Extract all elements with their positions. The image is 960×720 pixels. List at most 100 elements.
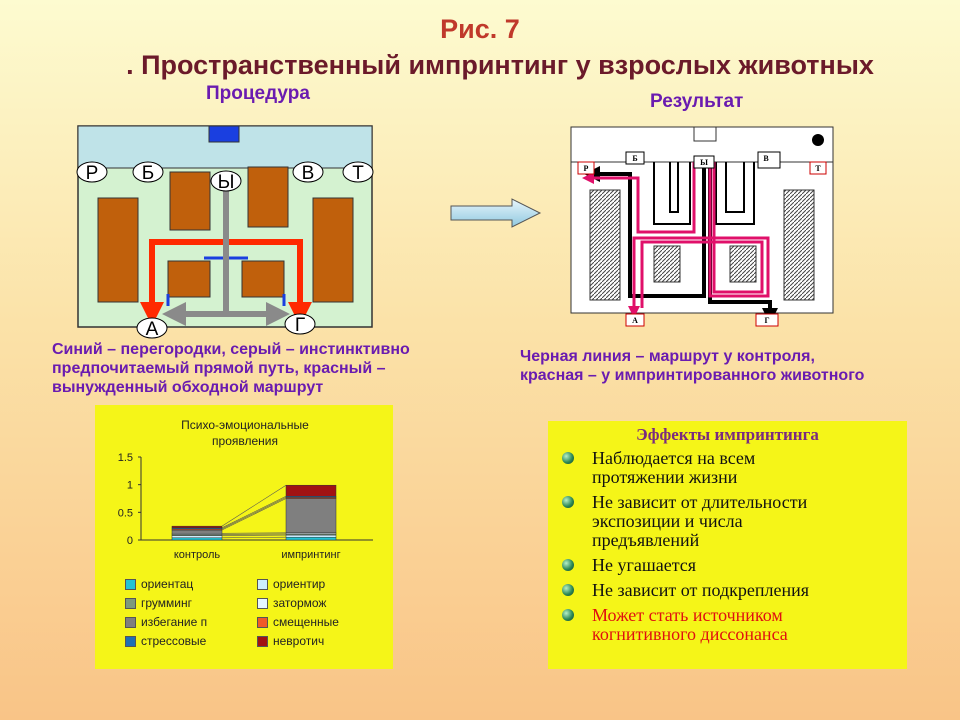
result-heading: Результат <box>650 91 744 112</box>
effect-line: Не зависит от подкрепления <box>592 580 809 600</box>
legend-item: затормож <box>257 596 326 610</box>
wall-block <box>169 171 211 231</box>
label-b: Б <box>142 163 154 184</box>
legend-item: стрессовые <box>125 634 206 648</box>
page-title: . Пространственный импринтинг у взрослых… <box>126 50 874 80</box>
x-category-label: контроль <box>174 549 221 561</box>
imprinted-route <box>582 162 696 234</box>
series-connector <box>221 532 287 534</box>
procedure-heading: Процедура <box>206 83 310 104</box>
wall-block <box>653 245 681 283</box>
effect-line: Не зависит от длительности <box>592 492 808 512</box>
legend-label: избегание п <box>141 615 208 629</box>
legend-swatch <box>257 617 268 629</box>
label-r: Р <box>584 164 589 173</box>
bullet-icon <box>562 609 574 621</box>
label-a: А <box>632 316 638 325</box>
label-t: Т <box>815 164 821 173</box>
wall-block <box>241 260 285 298</box>
control-route <box>584 162 706 298</box>
legend-item: избегание п <box>125 615 207 629</box>
effect-line: когнитивного диссонанса <box>592 624 788 644</box>
series-connector <box>221 484 287 527</box>
bar-segment <box>285 484 337 497</box>
legend-swatch <box>125 598 136 610</box>
legend-label: затормож <box>273 596 327 610</box>
legend-label: стрессовые <box>141 634 207 648</box>
legend-swatch <box>257 598 268 610</box>
effect-line: протяжении жизни <box>592 467 738 487</box>
effect-line: Может стать источником <box>592 605 783 625</box>
bullet-icon <box>562 559 574 571</box>
legend-swatch <box>125 579 136 591</box>
bar-segment <box>285 498 337 534</box>
legend-label: грумминг <box>141 596 192 610</box>
legend-item: невротич <box>257 634 324 648</box>
y-tick-label: 1.5 <box>118 452 133 464</box>
chart-title-line2: проявления <box>212 434 278 448</box>
result-caption: Черная линия – маршрут у контроля, красн… <box>520 348 865 384</box>
legend-item: грумминг <box>125 596 192 610</box>
effects-title: Эффекты импринтинга <box>636 425 819 444</box>
x-category-label: импринтинг <box>281 549 340 561</box>
label-t: Т <box>352 163 364 184</box>
legend-swatch <box>125 617 136 629</box>
effect-item: Не угашается <box>562 556 902 575</box>
wall-block <box>729 245 757 283</box>
bar-segment <box>171 529 223 534</box>
label-y: Ы <box>218 172 235 193</box>
legend-item: ориентац <box>125 577 193 591</box>
label-g: Г <box>764 316 769 325</box>
effect-line: Наблюдается на всем <box>592 448 756 468</box>
result-maze-diagram: Р Б Ы В Т А Г <box>570 126 834 327</box>
series-connector <box>221 498 287 531</box>
label-r: Р <box>86 163 99 184</box>
bullet-icon <box>562 584 574 596</box>
legend-item: смещенные <box>257 615 339 629</box>
bar-segment <box>171 535 223 539</box>
y-tick-label: 0.5 <box>118 507 133 519</box>
legend-label: смещенные <box>273 615 339 629</box>
wall-block <box>167 260 211 298</box>
legend-item: ориентир <box>257 577 325 591</box>
series-connector <box>221 536 287 539</box>
legend-swatch <box>257 579 268 591</box>
label-g: Г <box>295 315 305 336</box>
bullet-icon <box>562 452 574 464</box>
series-connector <box>221 534 287 536</box>
legend-label: невротич <box>273 634 325 648</box>
wall-block <box>589 189 621 301</box>
figure-number: Рис. 7 <box>440 14 520 44</box>
legend-swatch <box>125 636 136 648</box>
series-connector <box>221 497 287 530</box>
wall-block <box>97 197 139 303</box>
wall-block <box>247 166 289 228</box>
y-tick-label: 0 <box>127 535 133 547</box>
bullet-icon <box>562 496 574 508</box>
y-tick-label: 1 <box>127 480 133 492</box>
bar-segment <box>171 525 223 529</box>
procedure-caption: Синий – перегородки, серый – инстинктивн… <box>52 341 410 396</box>
legend-swatch <box>257 636 268 648</box>
imprinted-route <box>628 162 770 318</box>
wall-block <box>783 189 815 301</box>
effect-line: Не угашается <box>592 555 697 575</box>
label-v: В <box>302 163 315 184</box>
bar-segment <box>285 534 337 538</box>
imprinted-route <box>640 162 764 308</box>
right-arrow-icon <box>450 198 542 228</box>
chart-title-line1: Психо-эмоциональные <box>181 418 309 432</box>
effect-line: экспозиции и числа <box>592 511 743 531</box>
emotional-manifestations-chart: Психо-эмоциональные проявления 1.510.50 … <box>118 418 373 561</box>
effect-item: Не зависит от подкрепления <box>562 581 902 600</box>
label-a: А <box>146 319 159 340</box>
procedure-maze-diagram: Р Б Ы В Т А Г <box>76 125 374 340</box>
series-connector <box>221 533 287 535</box>
label-b: Б <box>632 154 637 163</box>
